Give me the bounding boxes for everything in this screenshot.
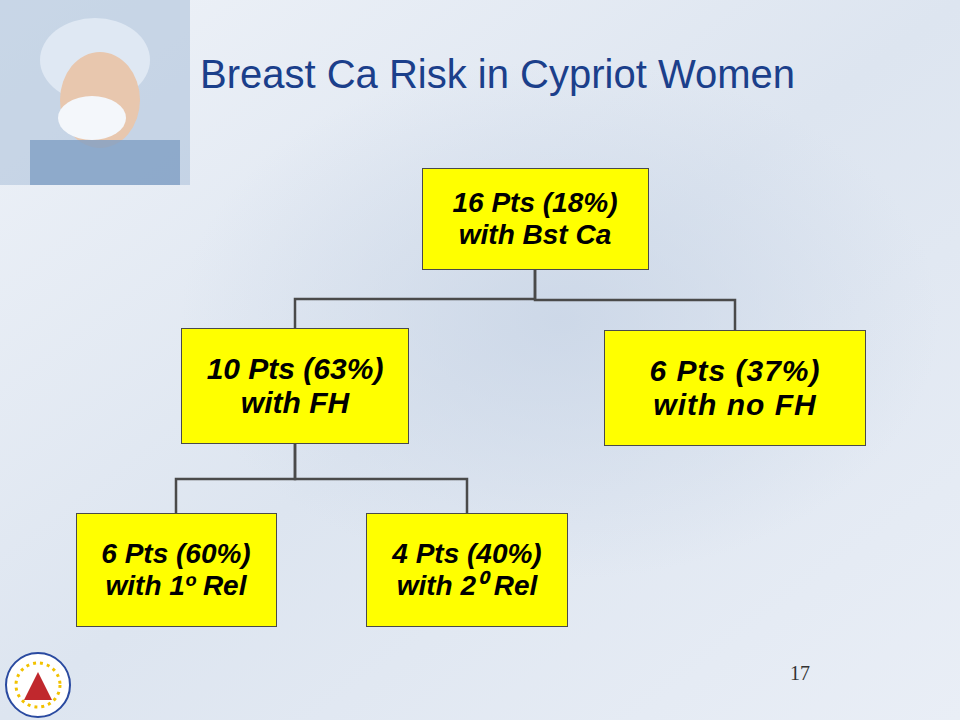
tree-box: 6 Pts (37%) with no FH — [604, 330, 866, 446]
tree-connector — [295, 270, 535, 328]
tree-connector — [535, 270, 735, 330]
background-blur — [180, 60, 940, 580]
box-content: 4 Pts (40%) with 2⁰ Rel — [379, 538, 555, 602]
slide-title: Breast Ca Risk in Cypriot Women — [200, 52, 795, 97]
box-content: 16 Pts (18%) with Bst Ca — [435, 187, 636, 251]
box-text: 6 Pts (60%) with 1º Rel — [89, 538, 264, 602]
box-content: 10 Pts (63%) with FH — [192, 352, 398, 421]
tree-connector — [295, 444, 467, 513]
box-text: 16 Pts (18%) with Bst Ca — [435, 187, 636, 251]
box-text: 10 Pts (63%) with FH — [192, 352, 398, 421]
tree-connector — [176, 444, 295, 513]
tree-box: 16 Pts (18%) with Bst Ca — [422, 168, 649, 270]
box-text: 4 Pts (40%) with 2⁰ Rel — [379, 538, 555, 602]
tree-box: 6 Pts (60%) with 1º Rel — [76, 513, 277, 627]
page-number: 17 — [790, 662, 810, 685]
box-content: 6 Pts (60%) with 1º Rel — [89, 538, 264, 602]
tree-box: 10 Pts (63%) with FH — [181, 328, 409, 444]
institution-logo — [6, 653, 70, 717]
box-content: 6 Pts (37%) with no FH — [623, 354, 847, 423]
tree-box: 4 Pts (40%) with 2⁰ Rel — [366, 513, 568, 627]
surgeon-photo — [0, 0, 190, 185]
box-text: 6 Pts (37%) with no FH — [623, 354, 847, 423]
